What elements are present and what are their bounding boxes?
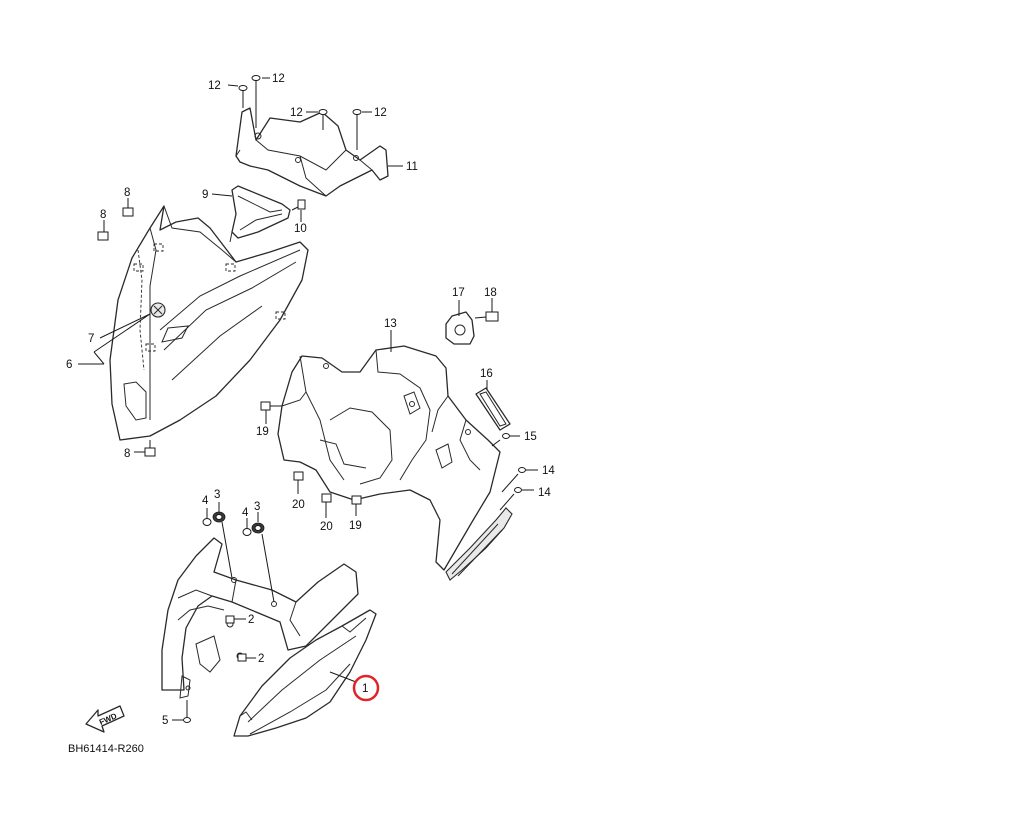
callout-7: 7 <box>88 333 94 345</box>
callout-12-b: 12 <box>272 73 285 85</box>
washer-4-b[interactable] <box>242 518 252 536</box>
callout-12-d: 12 <box>374 107 387 119</box>
bolt-10[interactable] <box>291 199 306 222</box>
screw-14-b[interactable] <box>499 487 534 511</box>
part-6-front-cowl[interactable] <box>109 205 309 441</box>
callout-8-a: 8 <box>124 187 130 199</box>
part-13-lower-lip <box>445 507 513 581</box>
callout-2-a: 2 <box>248 614 254 626</box>
clip-8-a[interactable] <box>122 198 134 217</box>
washer-4-a[interactable] <box>202 508 212 526</box>
callout-3-b: 3 <box>254 501 260 513</box>
part-13-inner-panel[interactable] <box>277 345 501 571</box>
screw-12-d[interactable] <box>352 109 362 151</box>
nut-2-b[interactable] <box>237 653 256 662</box>
callout-2-b: 2 <box>258 653 264 665</box>
part-9-bracket[interactable] <box>229 185 291 243</box>
callout-15: 15 <box>524 431 537 443</box>
nut-20-b[interactable] <box>321 493 332 518</box>
callout-19-a: 19 <box>256 426 269 438</box>
callout-14-b: 14 <box>538 487 551 499</box>
screw-14-a[interactable] <box>501 467 538 493</box>
callout-17: 17 <box>452 287 465 299</box>
part-17-grommet[interactable] <box>445 300 475 345</box>
callout-18: 18 <box>484 287 497 299</box>
clip-8-c[interactable] <box>134 440 156 457</box>
callout-20-b: 20 <box>320 521 333 533</box>
screw-12-a[interactable] <box>238 85 248 109</box>
diagram-ref-code: BH61414-R260 <box>68 743 144 755</box>
nut-19-a[interactable] <box>260 401 282 424</box>
callout-4-b: 4 <box>242 507 249 519</box>
callout-14-a: 14 <box>542 465 555 477</box>
callout-11: 11 <box>406 161 418 173</box>
nut-2-a[interactable] <box>225 615 246 624</box>
callout-19-b: 19 <box>349 520 362 532</box>
clip-8-b[interactable] <box>97 220 109 241</box>
callout-4-a: 4 <box>202 495 209 507</box>
callout-8-b: 8 <box>100 209 106 221</box>
callout-13: 13 <box>384 318 397 330</box>
screw-5[interactable] <box>172 700 191 723</box>
screw-12-b[interactable] <box>251 75 261 129</box>
callout-3-a: 3 <box>214 489 220 501</box>
screw-15[interactable] <box>491 433 520 447</box>
svg-text:FWD: FWD <box>98 711 119 727</box>
nut-19-b[interactable] <box>351 495 362 516</box>
callout-10: 10 <box>294 223 307 235</box>
grommet-3-a[interactable] <box>212 502 233 579</box>
part-1-side-cover[interactable] <box>233 609 377 737</box>
part-1-highlight <box>352 674 380 702</box>
callout-16: 16 <box>480 368 493 380</box>
callout-12-c: 12 <box>290 107 303 119</box>
part-11-bracket[interactable] <box>235 107 389 197</box>
screw-12-c[interactable] <box>318 109 328 131</box>
grommet-3-b[interactable] <box>251 512 275 603</box>
callout-6: 6 <box>66 359 72 371</box>
callout-12-a: 12 <box>208 80 221 92</box>
callout-8-c: 8 <box>124 448 130 460</box>
nut-20-a[interactable] <box>293 471 304 494</box>
fwd-arrow-icon: FWD <box>85 705 125 733</box>
part-16-pad[interactable] <box>475 380 511 431</box>
part-side-cover-inner[interactable] <box>161 537 359 699</box>
callout-9: 9 <box>202 189 208 201</box>
callout-1: 1 <box>362 683 368 695</box>
callout-5: 5 <box>162 715 168 727</box>
bolt-18[interactable] <box>474 298 499 322</box>
callout-20-a: 20 <box>292 499 305 511</box>
